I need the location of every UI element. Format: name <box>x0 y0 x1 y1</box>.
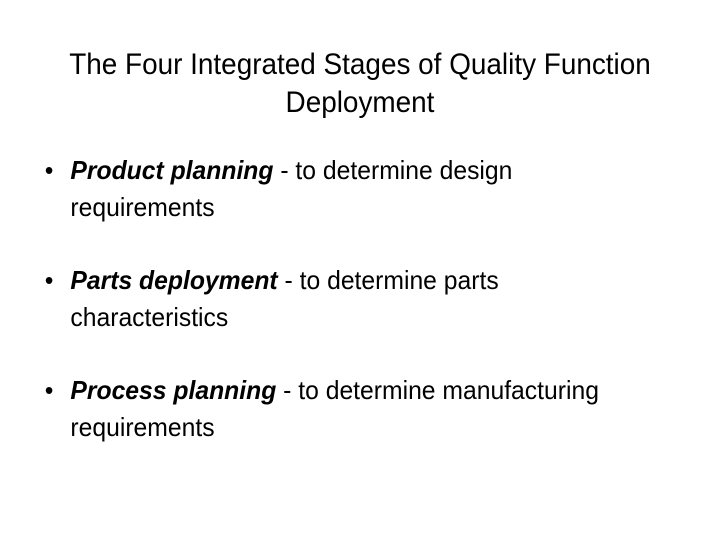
bullet-description: to determine design requirements <box>70 155 513 222</box>
bullet-separator: - <box>277 265 300 295</box>
bullet-point-icon: • <box>44 155 54 185</box>
bullet-point-icon: • <box>44 265 54 295</box>
bullet-separator: - <box>276 375 299 405</box>
page-title: The Four Integrated Stages of Quality Fu… <box>69 48 651 120</box>
list-item: • Process planning - to determine manufa… <box>40 372 629 446</box>
bullet-separator: - <box>273 155 296 185</box>
bullet-term: Product planning <box>70 155 274 185</box>
bullet-list: • Product planning - to determine design… <box>40 152 660 446</box>
bullet-description: to determine manufacturing requirements <box>70 375 599 442</box>
bullet-description: to determine parts characteristics <box>70 265 499 332</box>
list-item: • Parts deployment - to determine parts … <box>40 262 629 336</box>
bullet-term: Parts deployment <box>70 265 278 295</box>
list-item: • Product planning - to determine design… <box>40 152 629 226</box>
bullet-point-icon: • <box>44 375 54 405</box>
bullet-term: Process planning <box>70 375 277 405</box>
